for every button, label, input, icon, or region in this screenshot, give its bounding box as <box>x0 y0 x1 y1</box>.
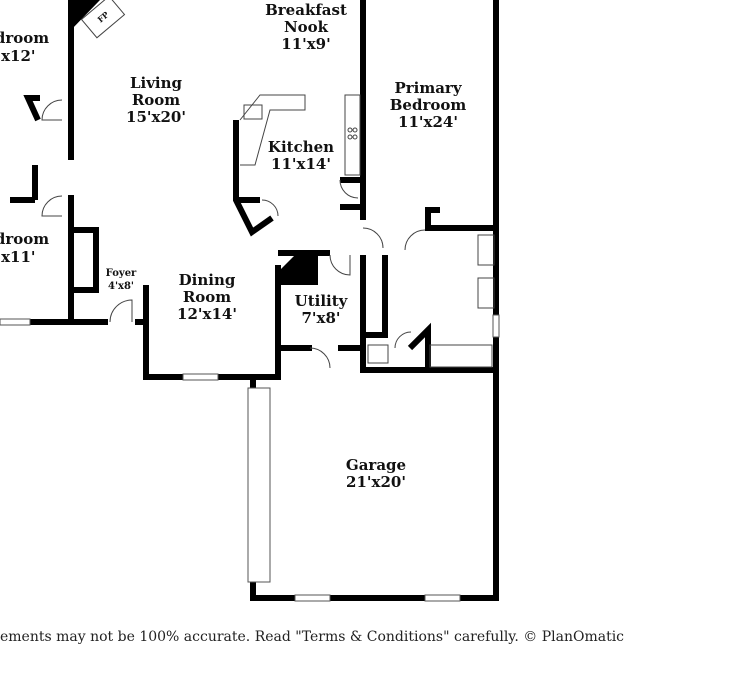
room-name: Foyer <box>106 268 137 279</box>
room-name: Room <box>183 288 231 306</box>
bath-fixtures <box>367 234 495 368</box>
room-size: 'x11' <box>0 248 36 266</box>
room-size: 7'x8' <box>301 309 340 327</box>
room-name: Breakfast <box>265 1 347 19</box>
kitchen-counters <box>239 94 361 176</box>
windows <box>0 314 500 602</box>
room-name: droom <box>0 230 49 248</box>
room-name: Kitchen <box>268 138 334 156</box>
room-size: 11'x14' <box>271 155 331 173</box>
room-size: 4'x8' <box>108 281 134 292</box>
fireplace-hearth <box>71 0 100 30</box>
room-name: Garage <box>346 456 406 474</box>
walls <box>10 0 499 601</box>
room-name: Utility <box>295 292 349 310</box>
room-name: Primary <box>394 79 462 97</box>
room-size: 21'x20' <box>346 473 406 491</box>
fireplace-label: FP <box>95 9 110 24</box>
room-name: Room <box>132 91 180 109</box>
disclaimer-text: ements may not be 100% accurate. Read "T… <box>0 629 625 645</box>
room-size: 12'x14' <box>177 305 237 323</box>
room-size: 15'x20' <box>126 108 186 126</box>
room-name: Bedroom <box>390 96 467 114</box>
room-size: 'x12' <box>0 47 36 65</box>
room-name: droom <box>0 29 49 47</box>
room-size: 11'x24' <box>398 113 458 131</box>
room-name: Dining <box>179 271 236 289</box>
room-name: Living <box>130 74 183 92</box>
doors <box>41 99 426 369</box>
utility-chimney <box>280 255 318 285</box>
garage-door <box>247 387 271 583</box>
room-name: Nook <box>284 18 329 36</box>
room-size: 11'x9' <box>281 35 330 53</box>
